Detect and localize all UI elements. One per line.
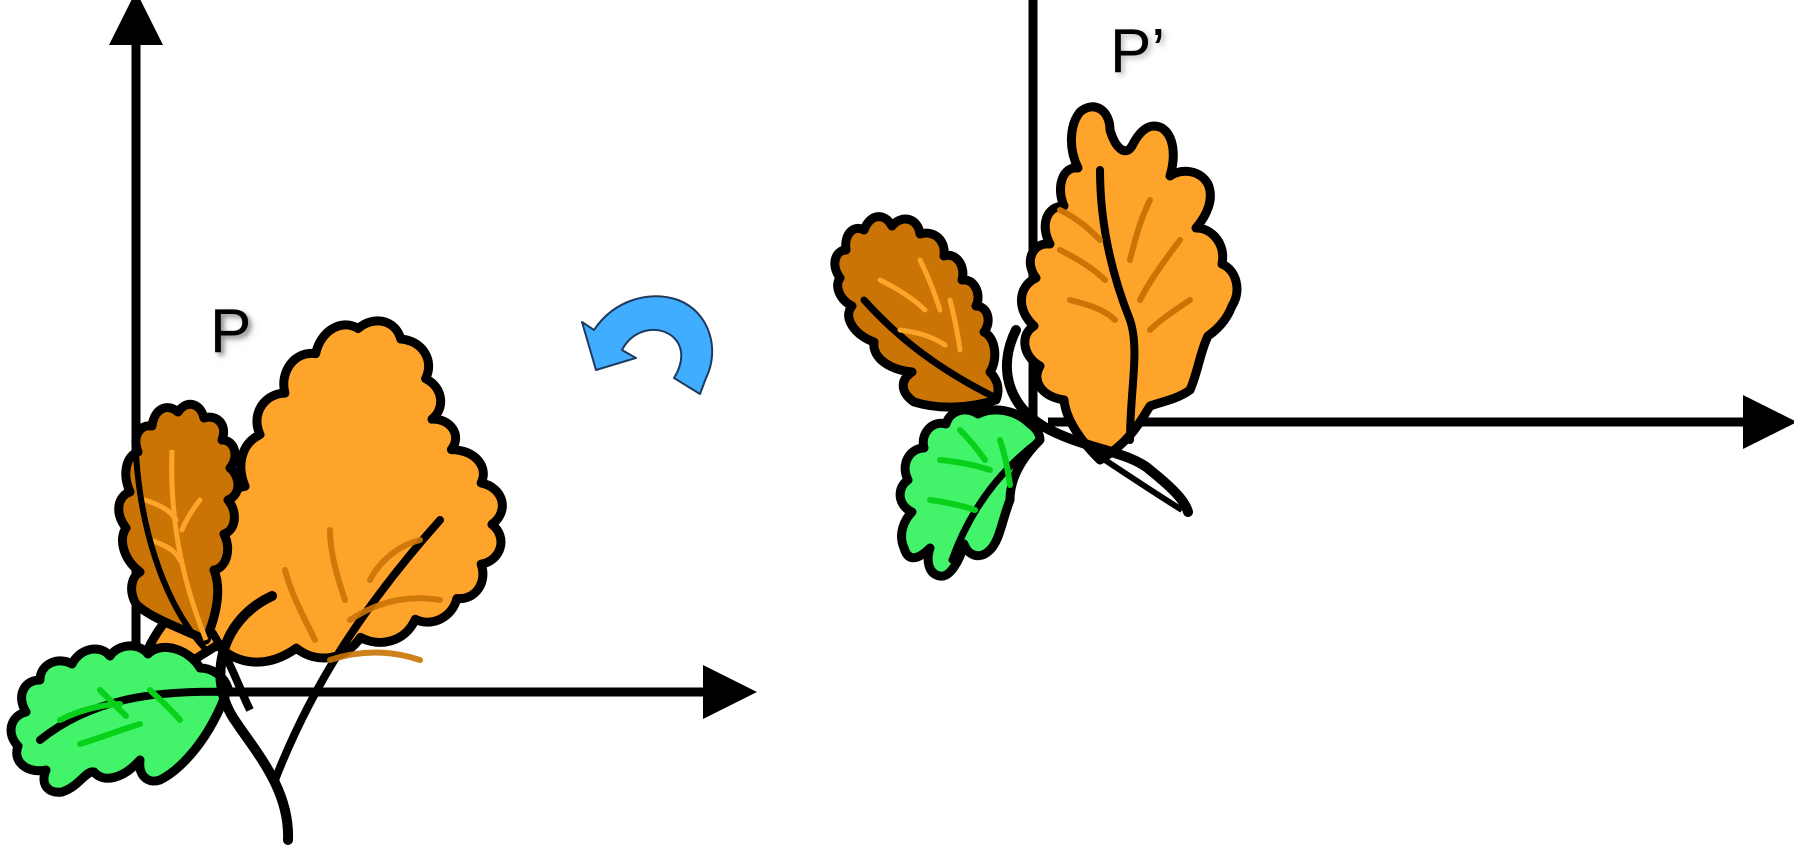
original-leaf-cluster xyxy=(6,316,507,845)
brown-leaf xyxy=(114,399,243,653)
label-p-prime: P’ xyxy=(1110,17,1165,86)
orange-leaf-rotated xyxy=(1017,102,1242,465)
orange-leaf xyxy=(130,316,507,784)
green-leaf-rotated xyxy=(895,405,1045,581)
brown-leaf-rotated xyxy=(830,212,1003,412)
label-p: P xyxy=(210,297,251,366)
stem-rotated xyxy=(1002,325,1193,517)
rotated-leaf-cluster xyxy=(830,102,1242,581)
counterclockwise-arrow-icon xyxy=(581,295,714,395)
green-leaf xyxy=(6,641,233,797)
stem xyxy=(215,591,294,845)
